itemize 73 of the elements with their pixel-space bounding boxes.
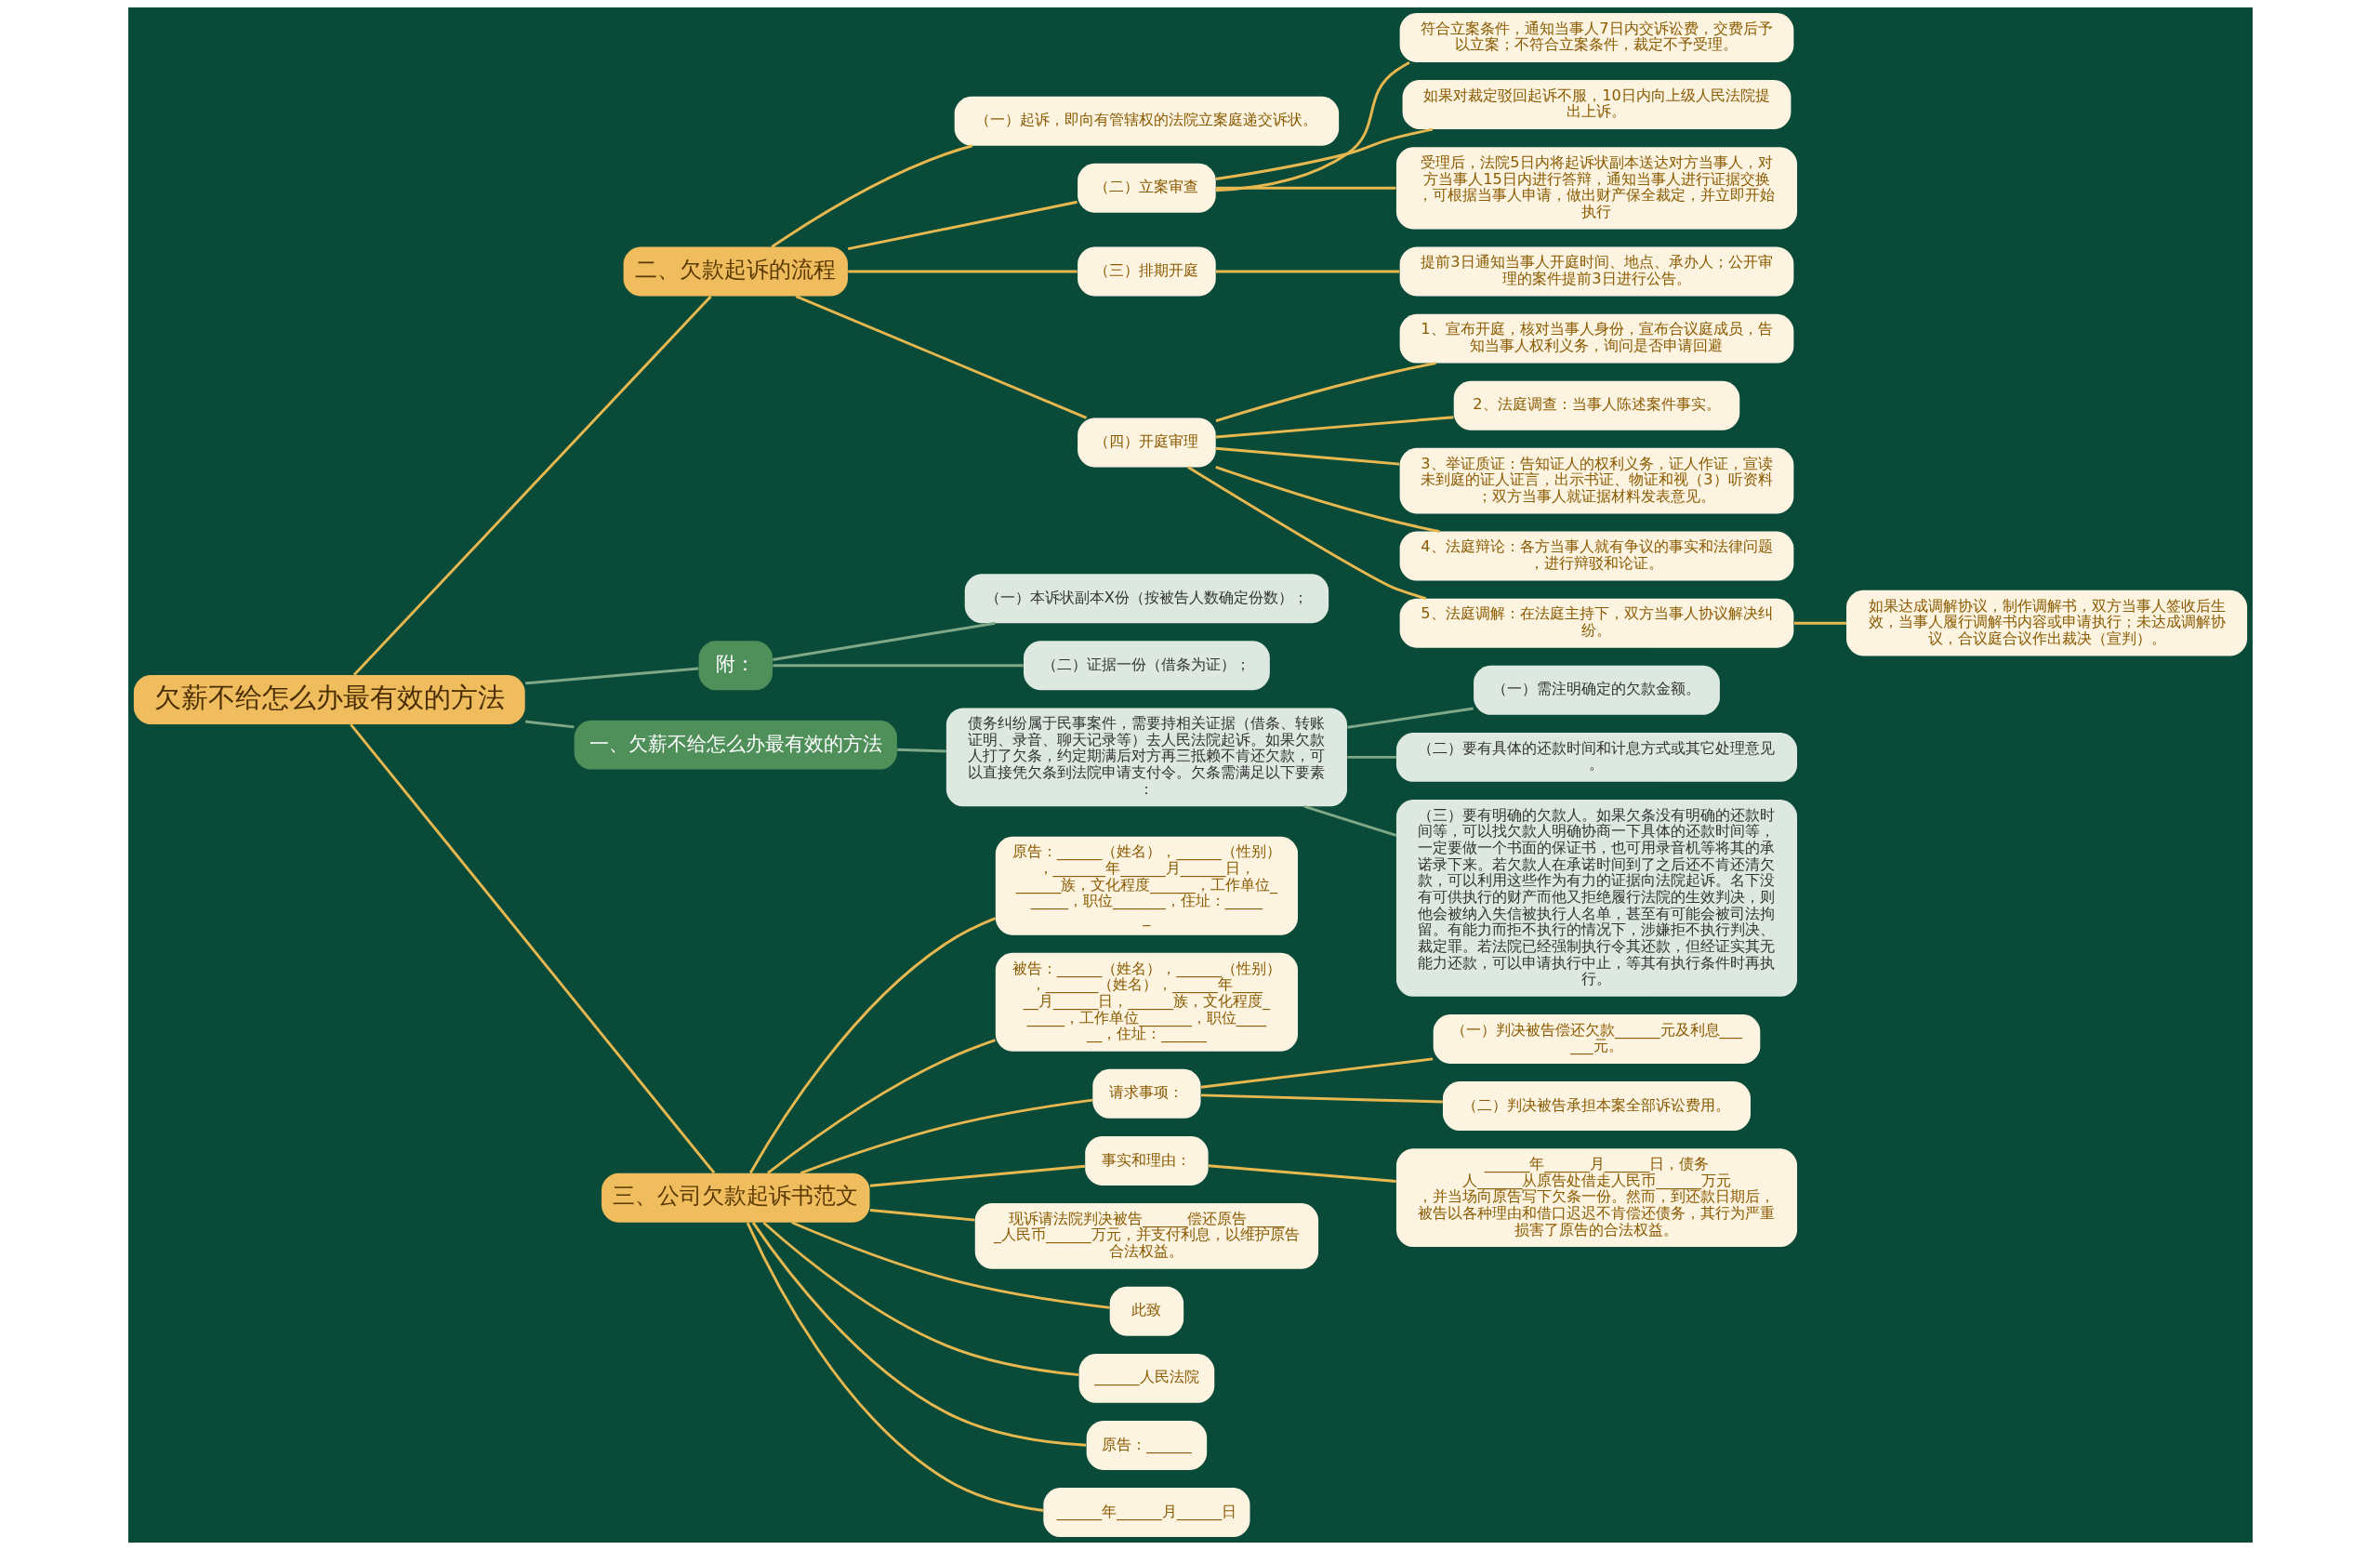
node-box: 如果达成调解协议，制作调解书，双方当事人签收后生效，当事人履行调解书内容或申请执行；未达成调解协议，合议庭合议作出裁决（宣判）。 bbox=[1845, 590, 2247, 656]
connector bbox=[1200, 1057, 1433, 1089]
connector bbox=[1303, 804, 1396, 837]
node-box: （一）需注明确定的欠款金额。 bbox=[1473, 665, 1720, 715]
node-box: 被告：______（姓名），______（性别），_______（姓名），______年______月______日，______族，文化程度______，工作单位_______，职位______，住址：______ bbox=[995, 952, 1298, 1052]
connector bbox=[748, 917, 996, 1174]
connector bbox=[524, 667, 698, 685]
node-box: 原告：______（姓名），______（性别），_______年______月______日，______族，文化程度______，工作单位______，职位_______，住址：______ bbox=[995, 836, 1298, 935]
node-box: （一）判决被告偿还欠款______元及利息______元。 bbox=[1433, 1014, 1760, 1064]
node-box: （三）排期开庭 bbox=[1077, 246, 1216, 297]
node-box: （二）判决被告承担本案全部诉讼费用。 bbox=[1442, 1081, 1751, 1132]
connector bbox=[800, 1098, 1092, 1174]
node-box: 现诉请法院判决被告______偿还原告______人民币______万元，并支付利息，以维护原告合法权益。 bbox=[974, 1203, 1318, 1269]
node-box: 原告：______ bbox=[1086, 1421, 1207, 1470]
connector bbox=[1215, 446, 1399, 466]
node-box: 如果对裁定驳回起诉不服，10日内向上级人民法院提出上诉。 bbox=[1402, 80, 1791, 129]
connector bbox=[1215, 186, 1395, 190]
connector bbox=[1215, 362, 1436, 422]
connector bbox=[772, 621, 996, 661]
node-box: 2、法庭调查：当事人陈述案件事实。 bbox=[1453, 380, 1739, 431]
connector bbox=[1215, 127, 1433, 181]
node-box: 4、法庭辩论：各方当事人就有争议的事实和法律问题，进行辩驳和论证。 bbox=[1399, 531, 1793, 581]
connector bbox=[869, 1164, 1085, 1187]
connector bbox=[1215, 60, 1410, 192]
node-box: 提前3日通知当事人开庭时间、地点、承办人；公开审理的案件提前3日进行公告。 bbox=[1399, 246, 1793, 297]
node-box: （二）要有具体的还款时间和计息方式或其它处理意见。 bbox=[1395, 732, 1797, 782]
node-box: 二、欠款起诉的流程 bbox=[623, 246, 848, 297]
connector bbox=[847, 270, 1078, 273]
node-box: ______年______月______日，债务人______从原告处借走人民币______万元，并当场向原告写下欠条一份。然而，到还款日期后，被告以各种理由和借口迟迟不肯偿还债务，其行为严重损害了原告的合法权益。 bbox=[1395, 1148, 1797, 1248]
node-box: 附： bbox=[698, 641, 773, 691]
connector bbox=[352, 295, 712, 676]
node-box: 5、法庭调解：在法庭主持下，双方当事人协议解决纠纷。 bbox=[1399, 598, 1793, 648]
connector bbox=[751, 1222, 1086, 1447]
connector bbox=[772, 664, 1024, 668]
connector bbox=[766, 1039, 996, 1174]
connector bbox=[349, 723, 715, 1174]
node-box: （二）立案审查 bbox=[1077, 163, 1216, 213]
node-box: （二）证据一份（借条为证）； bbox=[1023, 641, 1270, 691]
node-box: （一）本诉状副本X份（按被告人数确定份数）； bbox=[964, 574, 1329, 624]
node-box: 符合立案条件，通知当事人7日内交诉讼费，交费后予以立案；不符合立案条件，裁定不予受理。 bbox=[1399, 12, 1793, 62]
connector bbox=[869, 1209, 975, 1222]
connector bbox=[790, 1221, 1110, 1309]
connector bbox=[1346, 707, 1474, 729]
connector bbox=[1200, 1093, 1443, 1104]
node-box: ______人民法院 bbox=[1078, 1353, 1214, 1403]
connector bbox=[795, 295, 1087, 419]
node-box: 欠薪不给怎么办最有效的方法 bbox=[133, 675, 525, 725]
connector bbox=[1215, 416, 1454, 439]
connector bbox=[1215, 270, 1399, 273]
node-box: 一、欠薪不给怎么办最有效的方法 bbox=[574, 720, 897, 770]
node-box: 事实和理由： bbox=[1084, 1135, 1209, 1186]
connector bbox=[847, 200, 1078, 251]
node-box: 债务纠纷属于民事案件，需要持相关证据（借条、转账证明、录音、聊天记录等）去人民法院起诉。如果欠款人打了欠条，约定期满后对方再三抵赖不肯还欠款，可以直接凭欠条到法院申请支付令。欠条需满足以下要素： bbox=[945, 708, 1347, 807]
connector bbox=[524, 720, 575, 729]
node-box: ______年______月______日 bbox=[1042, 1488, 1250, 1538]
connector bbox=[1186, 466, 1426, 600]
node-box: 1、宣布开庭，核对当事人身份，宣布合议庭成员，告知当事人权利义务，询问是否申请回避 bbox=[1399, 313, 1793, 364]
node-box: 三、公司欠款起诉书范文 bbox=[601, 1172, 869, 1223]
connector bbox=[896, 748, 946, 753]
node-box: 受理后，法院5日内将起诉状副本送达对方当事人，对方当事人15日内进行答辩，通知当事人进行证据交换，可根据当事人申请，做出财产保全裁定，并立即开始执行 bbox=[1395, 147, 1797, 230]
connector bbox=[746, 1222, 1044, 1512]
connector bbox=[1208, 1164, 1396, 1183]
node-box: （一）起诉，即向有管辖权的法院立案庭递交诉状。 bbox=[954, 96, 1339, 146]
connector bbox=[761, 1221, 1078, 1377]
node-box: 请求事项： bbox=[1091, 1068, 1201, 1119]
node-box: （四）开庭审理 bbox=[1077, 417, 1216, 468]
node-box: （三）要有明确的欠款人。如果欠条没有明确的还款时间等，可以找欠款人明确协商一下具体的还款时间等，一定要做一个书面的保证书，也可用录音机等将其的承诺录下来。若欠款人在承诺时间到了之后还不肯还清欠款，可以利用这些作为有力的证据向法院起诉。名下没有可供执行的财产而他又拒绝履行法院的生效判决，则他会被纳入失信被执行人名单，甚至有可能会被司法拘留。有能力而拒不执行的情况下，涉嫌拒不执行判决、裁定罪。若法院已经强制执行令其还款，但经证实其无能力还款，可以申请执行中止，等其有执行条件时再执行。 bbox=[1395, 800, 1797, 997]
connector bbox=[1793, 621, 1846, 625]
connector bbox=[1346, 755, 1396, 759]
connector bbox=[770, 144, 972, 248]
connector bbox=[1214, 465, 1440, 534]
node-box: 此致 bbox=[1109, 1286, 1183, 1336]
node-box: 3、举证质证：告知证人的权利义务，证人作证，宣读未到庭的证人证言，出示书证、物证和视（3）听资料；双方当事人就证据材料发表意见。 bbox=[1399, 447, 1793, 514]
